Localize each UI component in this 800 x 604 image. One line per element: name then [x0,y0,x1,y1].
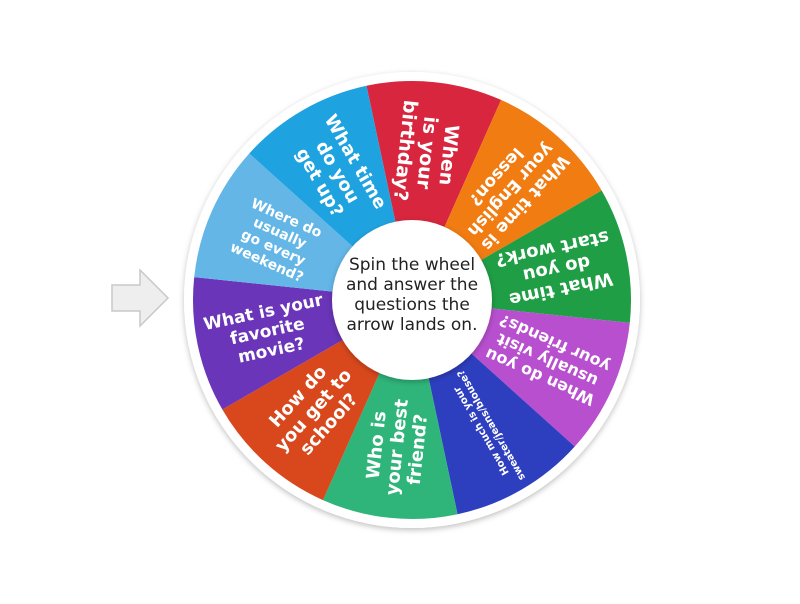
wheel-segment[interactable] [322,363,458,519]
wheel-segment[interactable] [193,277,352,410]
wheel-segment[interactable] [222,335,384,501]
wheel[interactable]: Whenis yourbirthday?What time isyour Eng… [193,81,631,519]
wheel-segment[interactable] [464,307,630,447]
wheel-segment[interactable] [440,99,602,265]
wheel-segment[interactable] [194,153,360,293]
wheel-segment[interactable] [426,346,575,515]
segment-label: What is yourfavoritemovie? [202,290,334,373]
wheel-hub[interactable] [332,220,492,380]
wheel-segment[interactable] [366,81,502,237]
wheel-segment[interactable] [249,85,398,254]
segment-label: Whenis yourbirthday? [389,99,465,207]
wheel-segment[interactable] [472,190,631,323]
arrow-right-icon [111,268,170,328]
